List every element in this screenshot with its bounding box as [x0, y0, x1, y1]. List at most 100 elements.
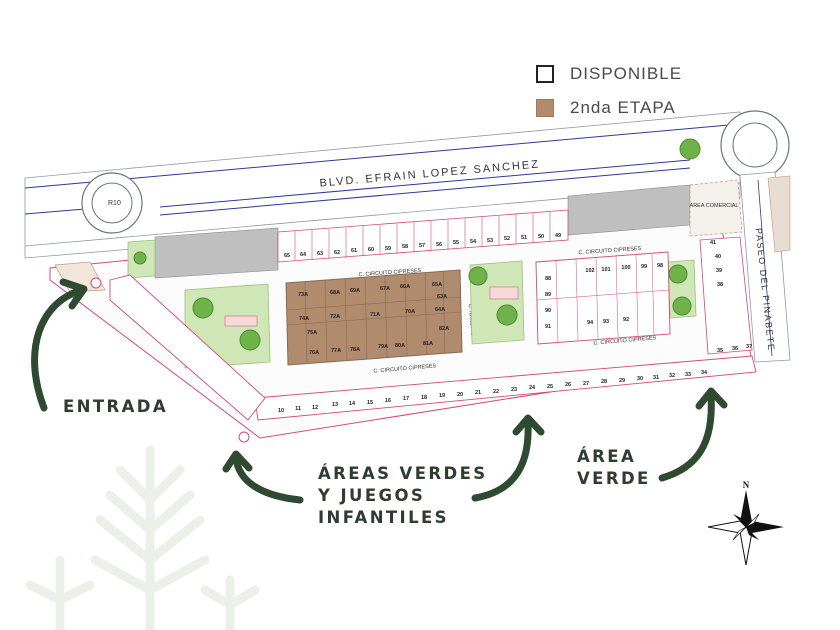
lot-number: 55 — [453, 240, 459, 246]
lot-number: 22 — [493, 389, 499, 395]
lot-number: 19 — [439, 393, 445, 399]
lot-number: 101 — [601, 267, 610, 273]
lot-number: 37 — [746, 344, 752, 350]
lot-number: 51 — [521, 235, 527, 241]
lot-number: 77A — [331, 348, 341, 354]
callout-line: INFANTILES — [318, 508, 449, 527]
lot-number: 72A — [330, 314, 340, 320]
entrance-arrow — [31, 286, 86, 412]
lot-number: 23 — [511, 387, 517, 393]
legend-label: 2nda ETAPA — [570, 98, 676, 117]
entrance-arrowhead — [59, 278, 88, 310]
lot-number: 39 — [716, 268, 722, 274]
lot-number: 74A — [299, 316, 309, 322]
lot-number: 63A — [437, 294, 447, 300]
lot-number: 28 — [601, 379, 607, 385]
lot-number: 31 — [653, 375, 659, 381]
street-label: C. CIRCUITO CIPRESES — [373, 363, 436, 374]
lot-number: 50 — [538, 234, 544, 240]
lot-number: 61 — [351, 248, 357, 254]
lot-number: 13 — [332, 402, 338, 408]
side-road: PASEO DEL PINABETE — [739, 171, 791, 363]
green-area-arrowhead — [695, 387, 728, 410]
play-areas-arrow-right — [471, 419, 532, 502]
lot-number: 89 — [545, 292, 551, 298]
lot-number: 30 — [637, 376, 643, 382]
lot-number: 62 — [334, 250, 340, 256]
play-areas-arrow-left — [232, 453, 304, 504]
lot-number: 41 — [710, 240, 716, 246]
lot-number: 18 — [421, 395, 427, 401]
lot-number: 64 — [300, 252, 307, 258]
lot-number: 34 — [701, 370, 708, 376]
green-area-callout: ÁREA VERDE — [577, 446, 651, 490]
street-label: C. CIRCUITO CIPRESES — [358, 268, 421, 278]
lot-number: 15 — [367, 400, 373, 406]
lot-number: 98 — [657, 263, 663, 269]
callout-line: ÁREAS VERDES — [318, 464, 488, 483]
street-label: C. CIRCUITO CIPRESES — [578, 246, 641, 256]
roundabout-label: R10 — [108, 200, 121, 207]
entrance-callout: ENTRADA — [63, 397, 169, 416]
lot-number: 94 — [587, 320, 594, 326]
lot-number: 71A — [370, 312, 380, 318]
roundabout-east — [720, 110, 790, 180]
lot-number: 75A — [307, 330, 317, 336]
lot-number: 32 — [669, 373, 675, 379]
lot-number: 91 — [545, 324, 551, 330]
lot-number: 88 — [545, 276, 551, 282]
bottom-lots-row: 10 11 12 13 14 15 16 17 18 19 20 21 22 2… — [254, 344, 757, 421]
lot-number: 100 — [621, 265, 630, 271]
lot-number: 73A — [298, 292, 308, 298]
lot-number: 65A — [432, 282, 442, 288]
lot-number: 24 — [529, 385, 536, 391]
lot-number: 26 — [565, 382, 571, 388]
compass-rose-icon: N — [707, 480, 784, 566]
lot-number: 81A — [423, 341, 433, 347]
lot-number: 54 — [470, 239, 477, 245]
lot-number: 38 — [717, 282, 723, 288]
lot-number: 12 — [312, 405, 318, 411]
legend-item-available: DISPONIBLE — [536, 62, 682, 86]
legend-label: DISPONIBLE — [570, 64, 683, 83]
lot-number: 35 — [717, 348, 723, 354]
lot-number: 25 — [547, 384, 553, 390]
lot-number: 33 — [685, 372, 691, 378]
top-lots-row: 65 64 63 62 61 60 59 58 57 56 55 54 53 5… — [277, 209, 569, 263]
legend-swatch-available — [536, 65, 554, 83]
lot-number: 70A — [405, 309, 415, 315]
lot-number: 36 — [732, 346, 738, 352]
lot-number: 21 — [475, 390, 481, 396]
lot-number: 82A — [439, 326, 449, 332]
lot-number: 80A — [395, 343, 405, 349]
lot-number: 56 — [436, 242, 442, 248]
callout-arrows — [31, 278, 728, 504]
lot-number: 65 — [284, 253, 290, 259]
lot-number: 63 — [317, 251, 323, 257]
play-areas-arrowhead-right — [512, 414, 545, 436]
boulevard: BLVD. EFRAIN LOPEZ SANCHEZ — [24, 111, 741, 259]
lot-number: 17 — [403, 396, 409, 402]
lot-number: 27 — [583, 381, 589, 387]
street-label: C. CIRCUITO CIPRESES — [593, 335, 656, 346]
compass-north-label: N — [743, 480, 750, 490]
lot-number: 99 — [641, 264, 647, 270]
lot-number: 68A — [330, 290, 340, 296]
lot-number: 53 — [487, 238, 493, 244]
lot-number: 69A — [350, 288, 360, 294]
lot-number: 14 — [349, 401, 356, 407]
lot-number: 76A — [309, 350, 319, 356]
right-lots: 41 40 39 38 — [699, 236, 753, 355]
lot-number: 79A — [378, 344, 388, 350]
east-block: 102 101 100 99 98 94 93 92 91 90 89 88 — [535, 251, 671, 345]
roundabout-west: R10 — [81, 172, 143, 234]
lot-number: 40 — [715, 254, 721, 260]
callout-line: ÁREA — [577, 447, 637, 466]
play-areas-callout: ÁREAS VERDES Y JUEGOS INFANTILES — [318, 463, 488, 529]
lot-number: 16 — [385, 398, 391, 404]
fern-watermark — [25, 445, 260, 630]
lot-number: 29 — [619, 378, 625, 384]
lot-number: 92 — [623, 317, 629, 323]
lot-number: 60 — [368, 247, 374, 253]
